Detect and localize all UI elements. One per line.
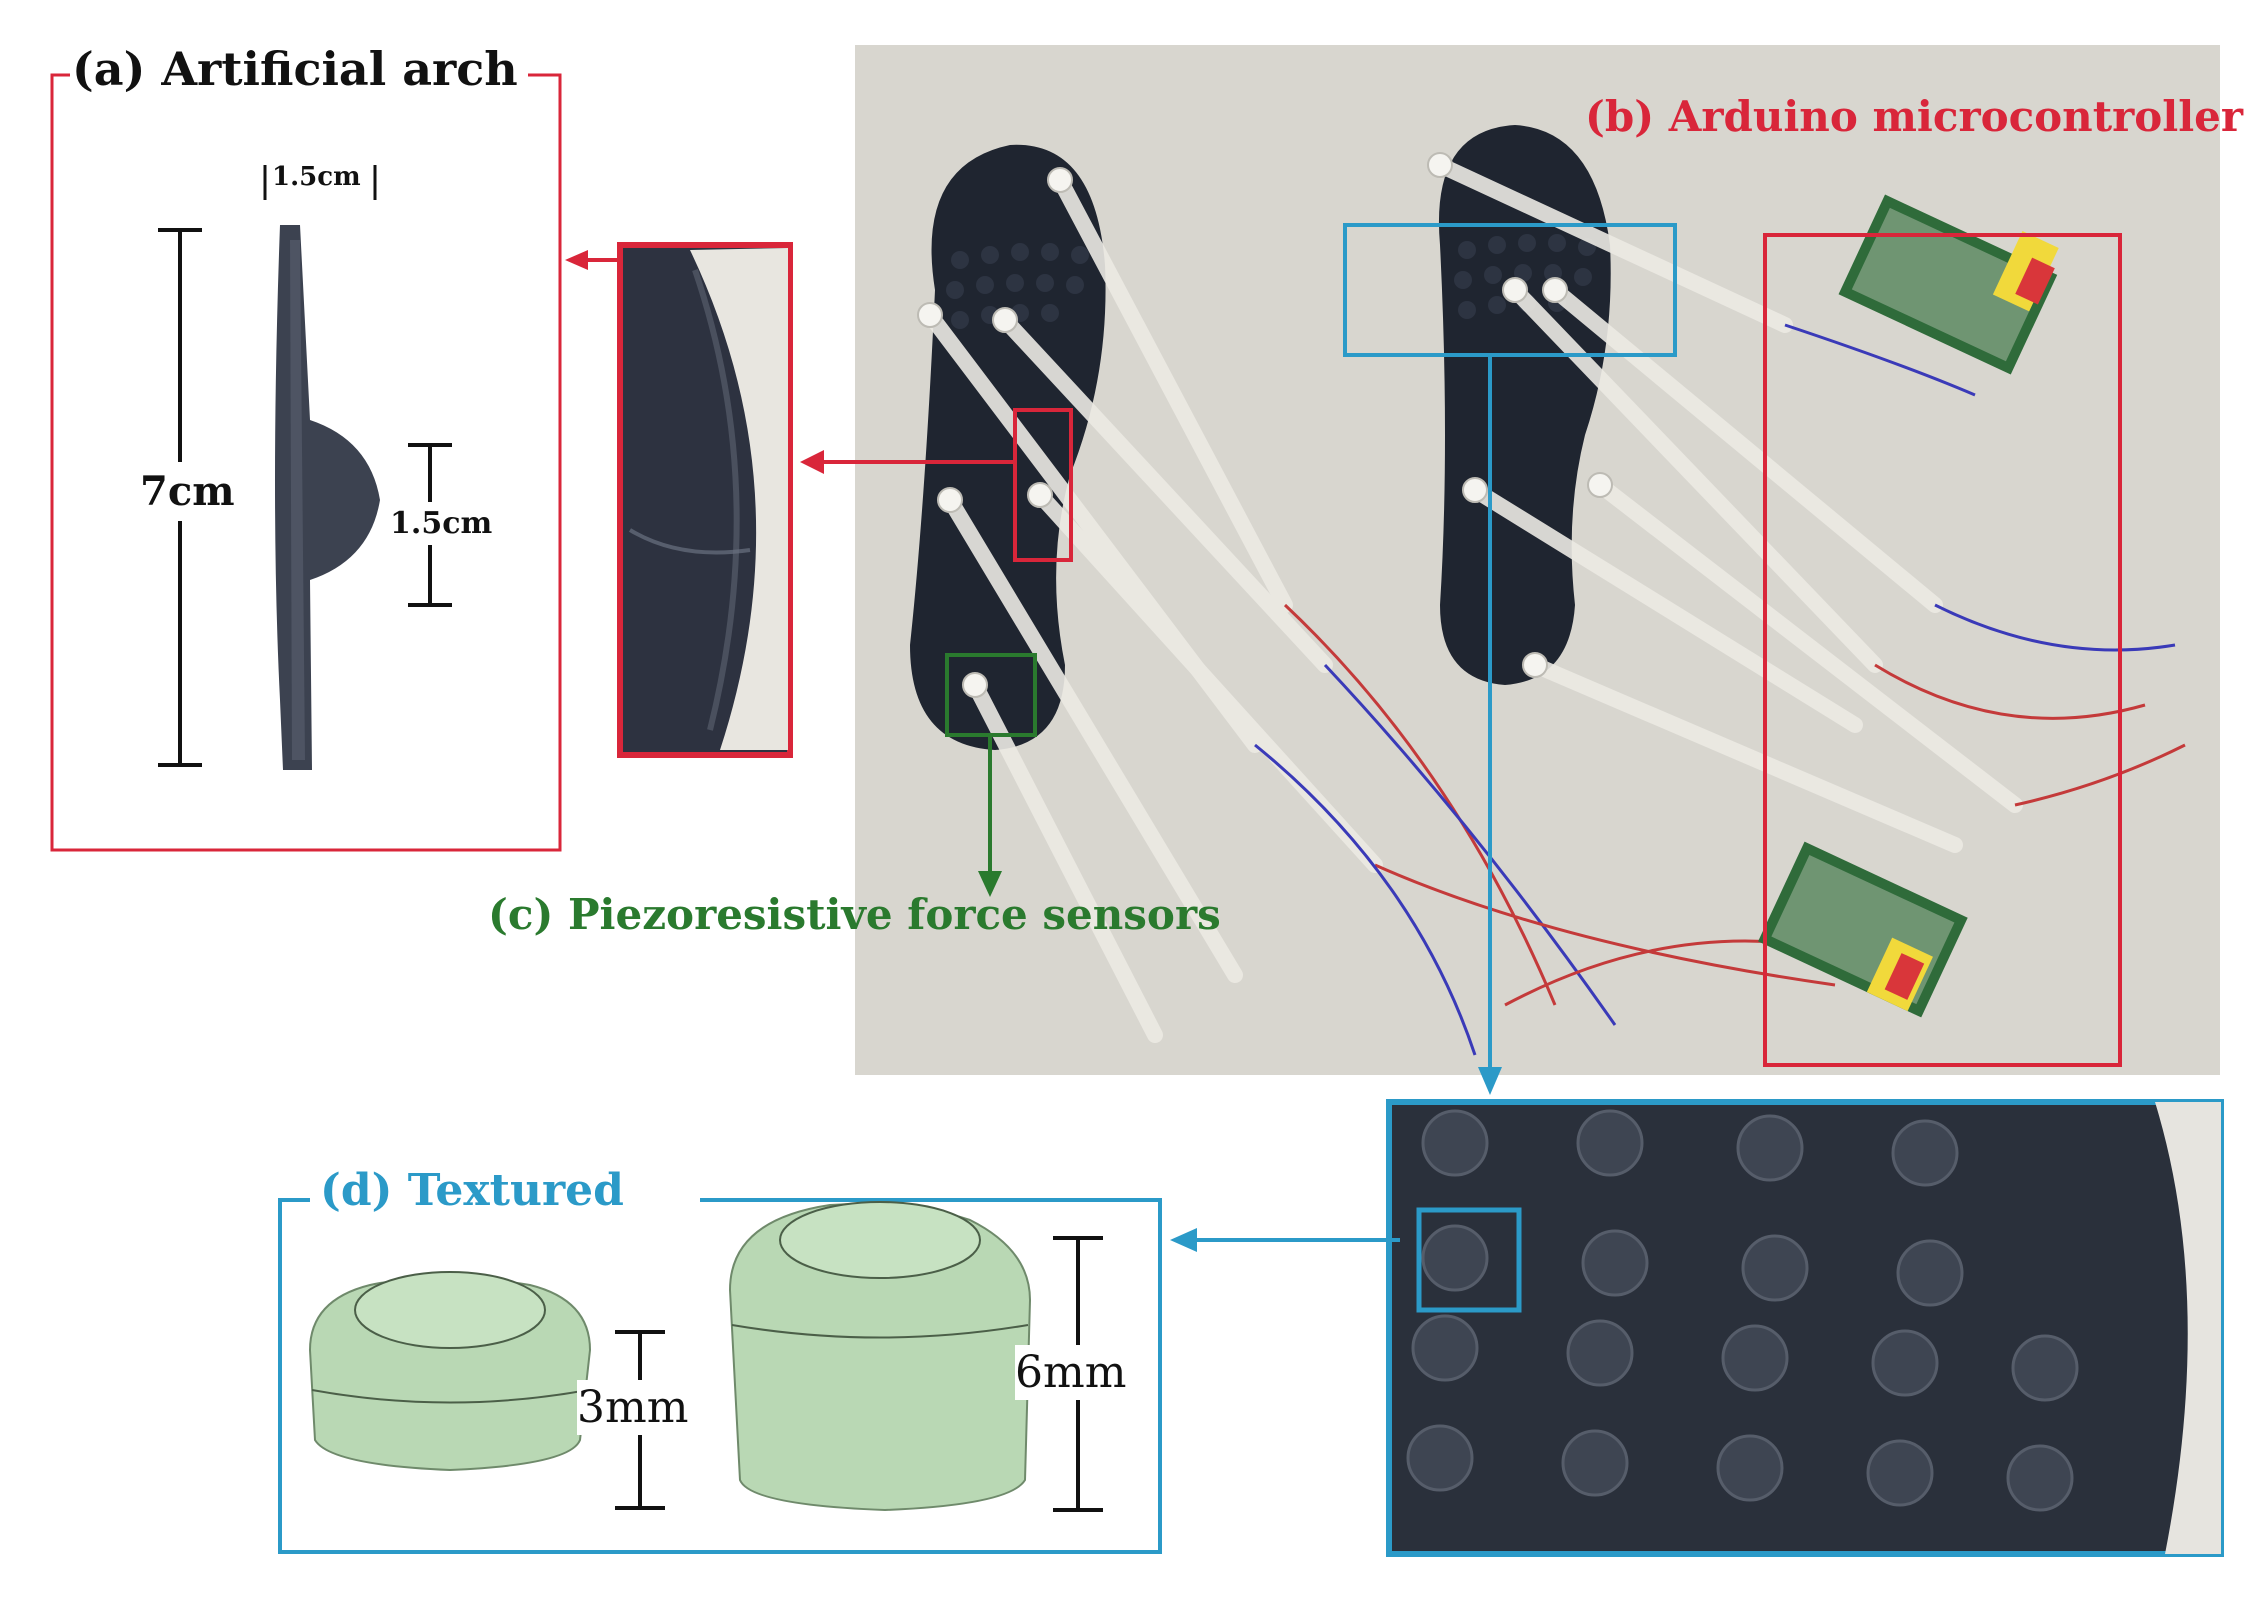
panel-a-frame <box>50 73 562 852</box>
texture-arrow-down <box>1478 355 1502 1095</box>
arch-height-label: 7cm <box>140 462 235 521</box>
texture-highlight-box <box>1343 223 1677 357</box>
panel-b-title: (b) Arduino microcontroller <box>1585 92 2244 141</box>
panel-c-title: (c) Piezoresistive force sensors <box>488 890 1221 939</box>
arch-width-label: 1.5cm <box>272 162 361 192</box>
arch-bump-label: 1.5cm <box>390 502 493 545</box>
panel-a-title: (a) Artificial arch <box>72 42 518 96</box>
insole-photo <box>855 45 2220 1075</box>
arch-arrow <box>800 450 1015 474</box>
short-bump-height-label: 3mm <box>577 1380 689 1435</box>
arch-zoom-image <box>565 242 793 758</box>
panel-d-title: (d) Textured <box>320 1165 624 1216</box>
tall-bump-height-label: 6mm <box>1015 1345 1127 1400</box>
texture-arrow-left <box>1170 1228 1400 1252</box>
sensor-arrow <box>978 735 1002 897</box>
texture-zoom-image <box>1386 1099 2224 1557</box>
arch-highlight-box <box>1013 408 1073 562</box>
panel-d-frame <box>278 1198 1162 1554</box>
microcontroller-highlight-box <box>1763 233 2122 1067</box>
